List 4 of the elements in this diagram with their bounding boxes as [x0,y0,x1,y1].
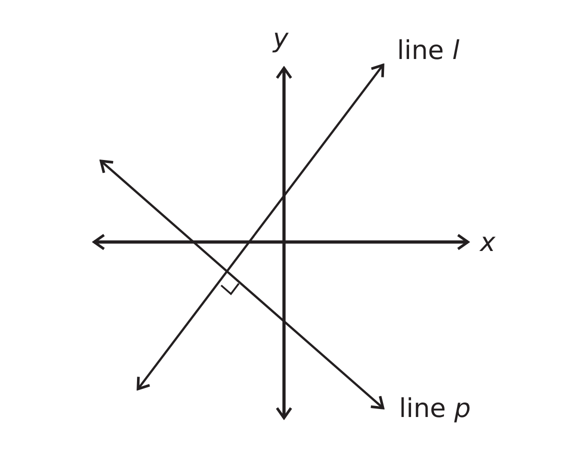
axis-label: x [480,230,496,256]
line-label: line p [399,396,471,422]
line-label: line l [397,38,460,64]
axis-label: y [273,26,288,52]
